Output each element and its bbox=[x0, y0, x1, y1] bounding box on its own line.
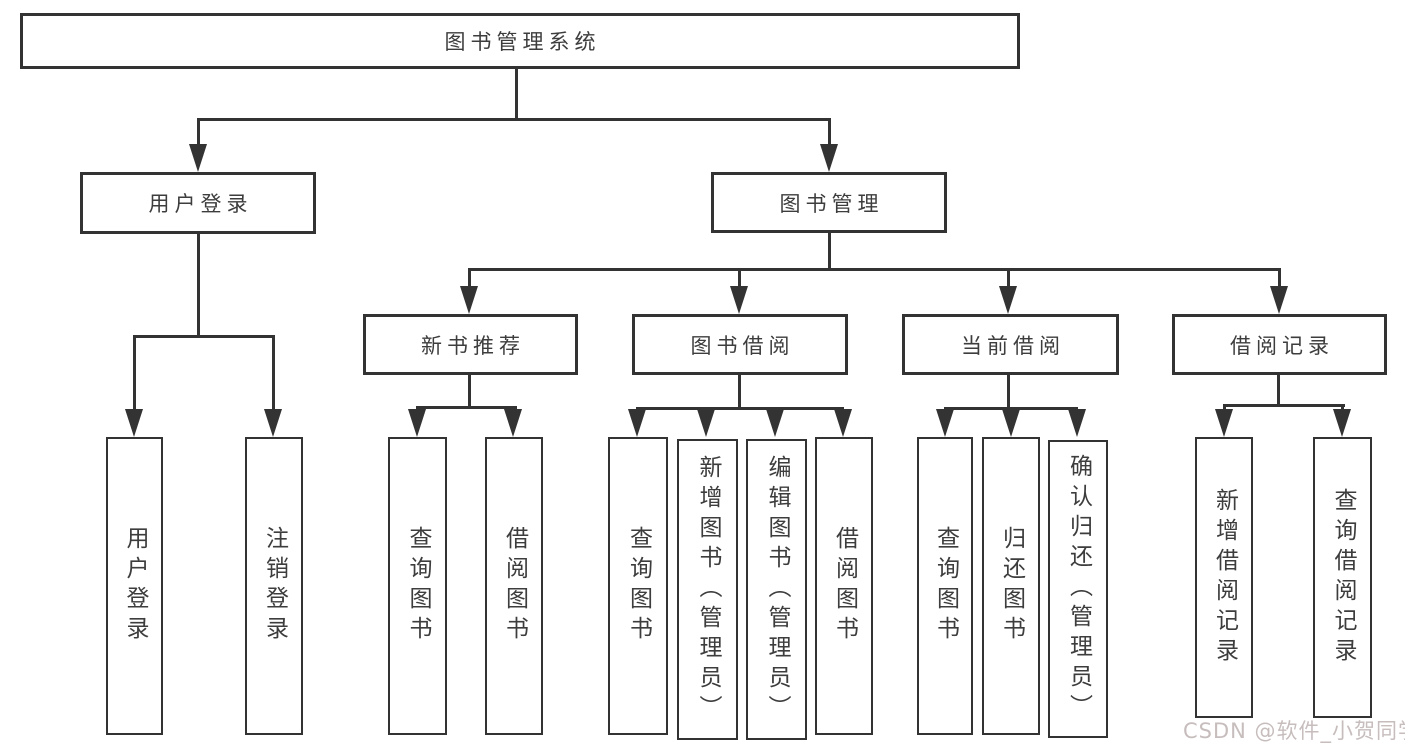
arrow-down-icon bbox=[408, 409, 426, 437]
connector-borrow-stem bbox=[738, 375, 741, 409]
node-newrec-borrow-books-label: 借阅图书 bbox=[501, 526, 528, 646]
node-current-borrowing-label: 当前借阅 bbox=[961, 333, 1065, 358]
node-records-add-record-label: 新增借阅记录 bbox=[1211, 487, 1238, 668]
arrow-down-icon bbox=[264, 409, 282, 437]
node-newrec-query-books-label: 查询图书 bbox=[405, 526, 431, 646]
connector-root-hbar bbox=[197, 118, 831, 121]
connector-mgmt-stem bbox=[828, 233, 831, 270]
node-current-return-books-label: 归还图书 bbox=[998, 526, 1025, 646]
connector-to-new-book bbox=[468, 268, 471, 288]
node-borrow-edit-books-admin-label: 编辑图书（管理员） bbox=[764, 454, 790, 725]
node-records-query-record: 查询借阅记录 bbox=[1313, 437, 1372, 718]
arrow-down-icon bbox=[1215, 409, 1233, 437]
node-login-label: 用户登录 bbox=[122, 526, 148, 646]
arrow-down-icon bbox=[1333, 409, 1351, 437]
connector-newrec-stem bbox=[468, 375, 471, 408]
node-borrow-query-books: 查询图书 bbox=[608, 437, 668, 735]
node-newrec-query-books: 查询图书 bbox=[388, 437, 447, 735]
connector-to-login bbox=[133, 335, 136, 411]
connector-records-left bbox=[1223, 404, 1226, 413]
arrow-down-icon bbox=[730, 286, 748, 314]
arrow-down-icon bbox=[820, 144, 838, 172]
arrow-down-icon bbox=[504, 409, 522, 437]
connector-records-right bbox=[1341, 404, 1344, 413]
connector-root-stem bbox=[515, 69, 518, 120]
node-book-management-label: 图书管理 bbox=[779, 191, 884, 216]
node-newrec-borrow-books: 借阅图书 bbox=[485, 437, 543, 735]
node-book-management: 图书管理 bbox=[711, 172, 947, 233]
connector-to-book-mgmt bbox=[828, 118, 831, 148]
arrow-down-icon bbox=[766, 409, 784, 437]
arrow-down-icon bbox=[460, 286, 478, 314]
connector-mgmt-hbar bbox=[469, 268, 1281, 271]
arrow-down-icon bbox=[189, 144, 207, 172]
arrow-down-icon bbox=[1002, 409, 1020, 437]
node-borrow-add-books-admin: 新增图书（管理员） bbox=[677, 439, 738, 740]
connector-to-logout bbox=[272, 335, 275, 411]
node-current-confirm-return-admin: 确认归还（管理员） bbox=[1048, 440, 1108, 738]
node-borrowing-records: 借阅记录 bbox=[1172, 314, 1387, 375]
node-borrow-borrow-books-label: 借阅图书 bbox=[831, 526, 858, 646]
arrow-down-icon bbox=[936, 409, 954, 437]
node-user-login-label: 用户登录 bbox=[148, 192, 253, 216]
node-logout: 注销登录 bbox=[245, 437, 303, 735]
csdn-watermark: CSDN @软件_小贺同学 bbox=[1183, 719, 1405, 743]
node-records-query-record-label: 查询借阅记录 bbox=[1330, 487, 1356, 668]
node-current-borrowing: 当前借阅 bbox=[902, 314, 1119, 375]
node-borrow-borrow-books: 借阅图书 bbox=[815, 437, 873, 735]
connector-records-hbar bbox=[1223, 404, 1345, 407]
connector-records-stem bbox=[1277, 375, 1280, 406]
connector-to-borrow-records bbox=[1278, 268, 1281, 288]
connector-login-hbar bbox=[133, 335, 275, 338]
node-current-query-books: 查询图书 bbox=[917, 437, 973, 735]
connector-to-book-borrow bbox=[738, 268, 741, 288]
node-borrow-add-books-admin-label: 新增图书（管理员） bbox=[695, 454, 721, 725]
node-library-system-label: 图书管理系统 bbox=[444, 30, 601, 54]
node-borrowing-records-label: 借阅记录 bbox=[1230, 333, 1334, 358]
connector-to-current-borrow bbox=[1007, 268, 1010, 288]
node-current-return-books: 归还图书 bbox=[982, 437, 1040, 735]
connector-login-stem bbox=[197, 234, 200, 337]
arrow-down-icon bbox=[999, 286, 1017, 314]
arrow-down-icon bbox=[1068, 409, 1086, 437]
arrow-down-icon bbox=[628, 409, 646, 437]
node-book-borrowing-label: 图书借阅 bbox=[690, 333, 795, 358]
connector-borrow-hbar bbox=[636, 407, 844, 410]
node-current-query-books-label: 查询图书 bbox=[932, 526, 959, 646]
node-book-borrowing: 图书借阅 bbox=[632, 314, 848, 375]
node-borrow-edit-books-admin: 编辑图书（管理员） bbox=[746, 439, 807, 740]
node-current-confirm-return-admin-label: 确认归还（管理员） bbox=[1065, 454, 1092, 724]
node-new-book-recommend-label: 新书推荐 bbox=[421, 333, 525, 358]
node-library-system: 图书管理系统 bbox=[20, 13, 1020, 69]
node-user-login: 用户登录 bbox=[80, 172, 316, 234]
node-logout-label: 注销登录 bbox=[261, 526, 288, 646]
connector-current-stem bbox=[1007, 375, 1010, 409]
arrow-down-icon bbox=[1270, 286, 1288, 314]
node-login: 用户登录 bbox=[106, 437, 163, 735]
arrow-down-icon bbox=[834, 409, 852, 437]
arrow-down-icon bbox=[697, 409, 715, 437]
node-new-book-recommend: 新书推荐 bbox=[363, 314, 578, 375]
node-records-add-record: 新增借阅记录 bbox=[1195, 437, 1253, 718]
node-borrow-query-books-label: 查询图书 bbox=[625, 526, 652, 646]
arrow-down-icon bbox=[125, 409, 143, 437]
connector-to-user-login bbox=[197, 118, 200, 148]
connector-newrec-hbar bbox=[416, 406, 517, 409]
